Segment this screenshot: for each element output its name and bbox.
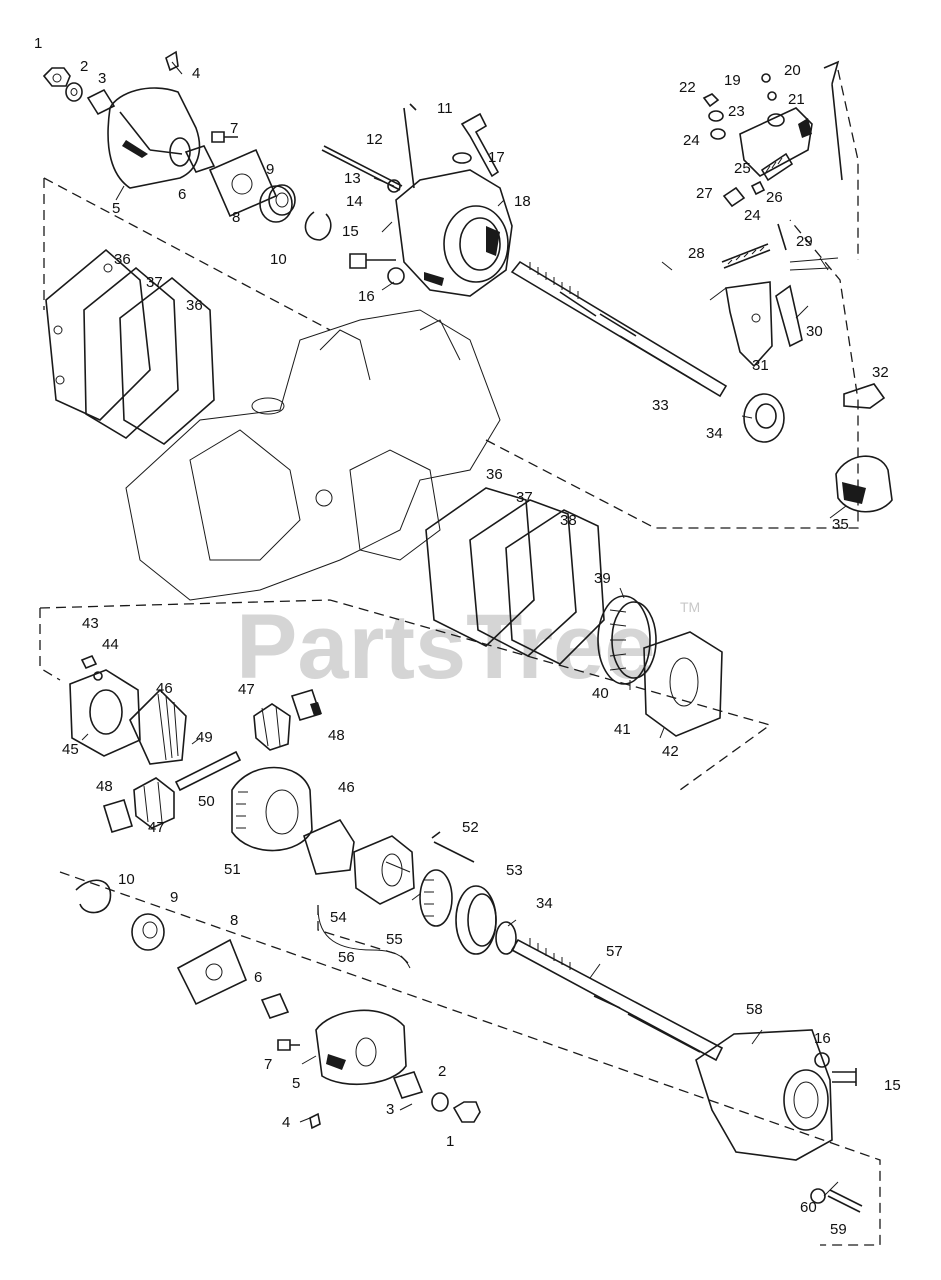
callout-12: 12 bbox=[366, 131, 383, 148]
callout-9: 9 bbox=[266, 161, 274, 178]
axle-shaft-lower bbox=[510, 938, 724, 1062]
callout-11: 11 bbox=[437, 100, 453, 117]
callout-48-upper: 48 bbox=[328, 727, 345, 744]
callout-40: 40 bbox=[592, 685, 609, 702]
upper-gaskets bbox=[45, 248, 215, 445]
callout-49: 49 bbox=[196, 729, 213, 746]
callout-6-lower: 6 bbox=[254, 969, 262, 986]
callout-5-lower: 5 bbox=[292, 1075, 300, 1092]
callout-3-lower: 3 bbox=[386, 1101, 394, 1118]
callout-25: 25 bbox=[734, 160, 751, 177]
callout-50: 50 bbox=[198, 793, 215, 810]
callout-58: 58 bbox=[746, 1001, 763, 1018]
callout-4: 4 bbox=[192, 65, 200, 82]
callout-16: 16 bbox=[358, 288, 375, 305]
callout-35: 35 bbox=[832, 516, 849, 533]
callout-34-lower: 34 bbox=[536, 895, 553, 912]
callout-42: 42 bbox=[662, 743, 679, 760]
callout-16-lower: 16 bbox=[814, 1030, 831, 1047]
callout-3: 3 bbox=[98, 70, 106, 87]
callout-2: 2 bbox=[80, 58, 88, 75]
callout-6: 6 bbox=[178, 186, 186, 203]
callout-26: 26 bbox=[766, 189, 783, 206]
callout-52: 52 bbox=[462, 819, 479, 836]
callout-48-lower: 48 bbox=[96, 778, 113, 795]
callout-13: 13 bbox=[344, 170, 361, 187]
callout-47-lower: 47 bbox=[148, 819, 165, 836]
callout-29: 29 bbox=[796, 233, 813, 250]
callout-7: 7 bbox=[230, 120, 238, 137]
callout-31: 31 bbox=[752, 357, 769, 374]
upper-center-housing-assembly bbox=[321, 103, 513, 297]
callout-37-lower: 37 bbox=[516, 489, 533, 506]
callout-54: 54 bbox=[330, 909, 347, 926]
upper-left-cap-assembly bbox=[42, 50, 332, 241]
lower-left-cap-assembly bbox=[75, 879, 481, 1130]
callout-36-upper-right: 36 bbox=[186, 297, 203, 314]
callout-21: 21 bbox=[788, 91, 805, 108]
callout-47-upper: 47 bbox=[238, 681, 255, 698]
right-gaskets-and-bearing bbox=[425, 487, 723, 737]
callout-labels: 1 2 3 4 5 6 7 8 9 10 11 12 13 14 15 16 1… bbox=[34, 35, 901, 1238]
callout-5: 5 bbox=[112, 200, 120, 217]
callout-46-upper: 46 bbox=[156, 680, 173, 697]
callout-18: 18 bbox=[514, 193, 531, 210]
axle-shaft-upper bbox=[510, 260, 785, 443]
differential-assembly bbox=[69, 654, 517, 955]
callout-14: 14 bbox=[346, 193, 363, 210]
callout-27: 27 bbox=[696, 185, 713, 202]
callout-8-lower: 8 bbox=[230, 912, 238, 929]
callout-17: 17 bbox=[488, 149, 505, 166]
callout-4-lower: 4 bbox=[282, 1114, 290, 1131]
callout-30: 30 bbox=[806, 323, 823, 340]
callout-24-lower: 24 bbox=[744, 207, 761, 224]
callout-43: 43 bbox=[82, 615, 99, 632]
callout-32: 32 bbox=[872, 364, 889, 381]
callout-9-lower: 9 bbox=[170, 889, 178, 906]
callout-41: 41 bbox=[614, 721, 631, 738]
lower-right-housing bbox=[695, 1029, 863, 1213]
callout-10: 10 bbox=[270, 251, 287, 268]
callout-46-lower: 46 bbox=[338, 779, 355, 796]
callout-37-upper: 37 bbox=[146, 274, 163, 291]
shift-fork-and-hub bbox=[835, 383, 893, 513]
callout-51: 51 bbox=[224, 861, 241, 878]
callout-7-lower: 7 bbox=[264, 1056, 272, 1073]
callout-8: 8 bbox=[232, 209, 240, 226]
callout-36-upper-left: 36 bbox=[114, 251, 131, 268]
callout-20: 20 bbox=[784, 62, 801, 79]
callout-38: 38 bbox=[560, 512, 577, 529]
callout-15-lower: 15 bbox=[884, 1077, 901, 1094]
callout-15: 15 bbox=[342, 223, 359, 240]
watermark-trademark: TM bbox=[680, 599, 700, 615]
watermark: PartsTree bbox=[236, 596, 655, 698]
callout-39: 39 bbox=[594, 570, 611, 587]
callout-22: 22 bbox=[679, 79, 696, 96]
callout-10-lower: 10 bbox=[118, 871, 135, 888]
callout-59: 59 bbox=[830, 1221, 847, 1238]
callout-45: 45 bbox=[62, 741, 79, 758]
callout-1-lower: 1 bbox=[446, 1133, 454, 1150]
callout-23: 23 bbox=[728, 103, 745, 120]
callout-34-upper: 34 bbox=[706, 425, 723, 442]
callout-60: 60 bbox=[800, 1199, 817, 1216]
callout-36-lower: 36 bbox=[486, 466, 503, 483]
callout-55: 55 bbox=[386, 931, 403, 948]
callout-1: 1 bbox=[34, 35, 42, 52]
upper-right-linkage bbox=[661, 60, 843, 368]
transaxle-case-outline bbox=[125, 309, 501, 601]
leader-lines bbox=[81, 61, 847, 1197]
callout-56: 56 bbox=[338, 949, 355, 966]
callout-24-upper: 24 bbox=[683, 132, 700, 149]
callout-33: 33 bbox=[652, 397, 669, 414]
callout-19: 19 bbox=[724, 72, 741, 89]
callout-2-lower: 2 bbox=[438, 1063, 446, 1080]
callout-44: 44 bbox=[102, 636, 119, 653]
callout-57: 57 bbox=[606, 943, 623, 960]
group-56-bracket bbox=[317, 907, 411, 969]
callout-28: 28 bbox=[688, 245, 705, 262]
callout-53: 53 bbox=[506, 862, 523, 879]
